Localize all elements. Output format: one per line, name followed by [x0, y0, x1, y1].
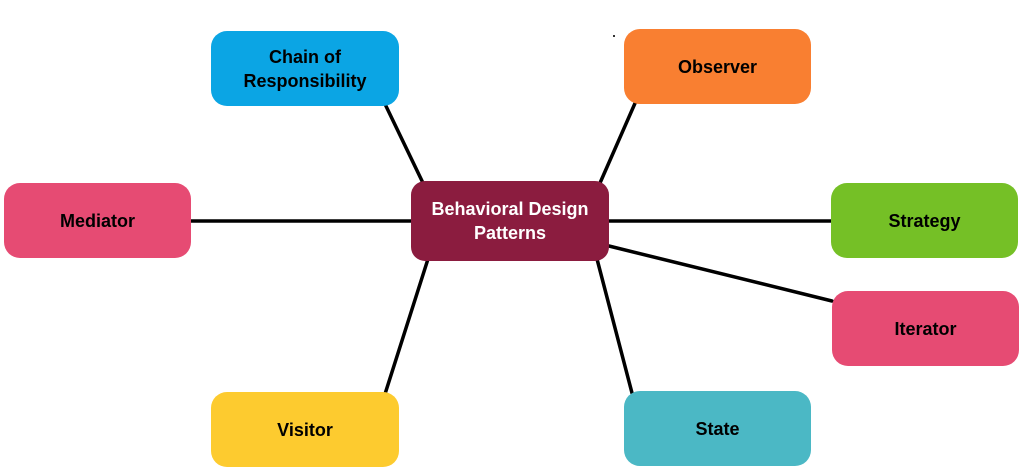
node-visitor-label: Visitor — [277, 419, 333, 440]
node-iterator: Iterator — [832, 291, 1019, 366]
connector-iterator — [607, 244, 834, 303]
node-visitor: Visitor — [211, 392, 399, 467]
connector-chain — [383, 102, 425, 185]
node-strategy: Strategy — [831, 183, 1018, 258]
node-iterator-label: Iterator — [894, 318, 957, 339]
stray-dot — [613, 35, 615, 37]
node-chain-of-responsibility-label: Chain of Responsibility — [243, 46, 367, 91]
center-node-label: Behavioral Design Patterns — [431, 199, 589, 243]
connector-state — [595, 257, 634, 395]
node-mediator-label: Mediator — [59, 210, 135, 231]
node-chain-of-responsibility: Chain of Responsibility — [211, 31, 399, 106]
node-observer-label: Observer — [677, 56, 758, 77]
node-mediator: Mediator — [4, 183, 191, 258]
node-strategy-label: Strategy — [888, 210, 961, 231]
connector-observer — [598, 99, 638, 185]
center-node-behavioral-design-patterns: Behavioral Design Patterns — [411, 181, 609, 261]
node-state-label: State — [695, 418, 740, 439]
node-observer: Observer — [624, 29, 811, 104]
connector-visitor — [383, 257, 430, 396]
node-state: State — [624, 391, 811, 466]
